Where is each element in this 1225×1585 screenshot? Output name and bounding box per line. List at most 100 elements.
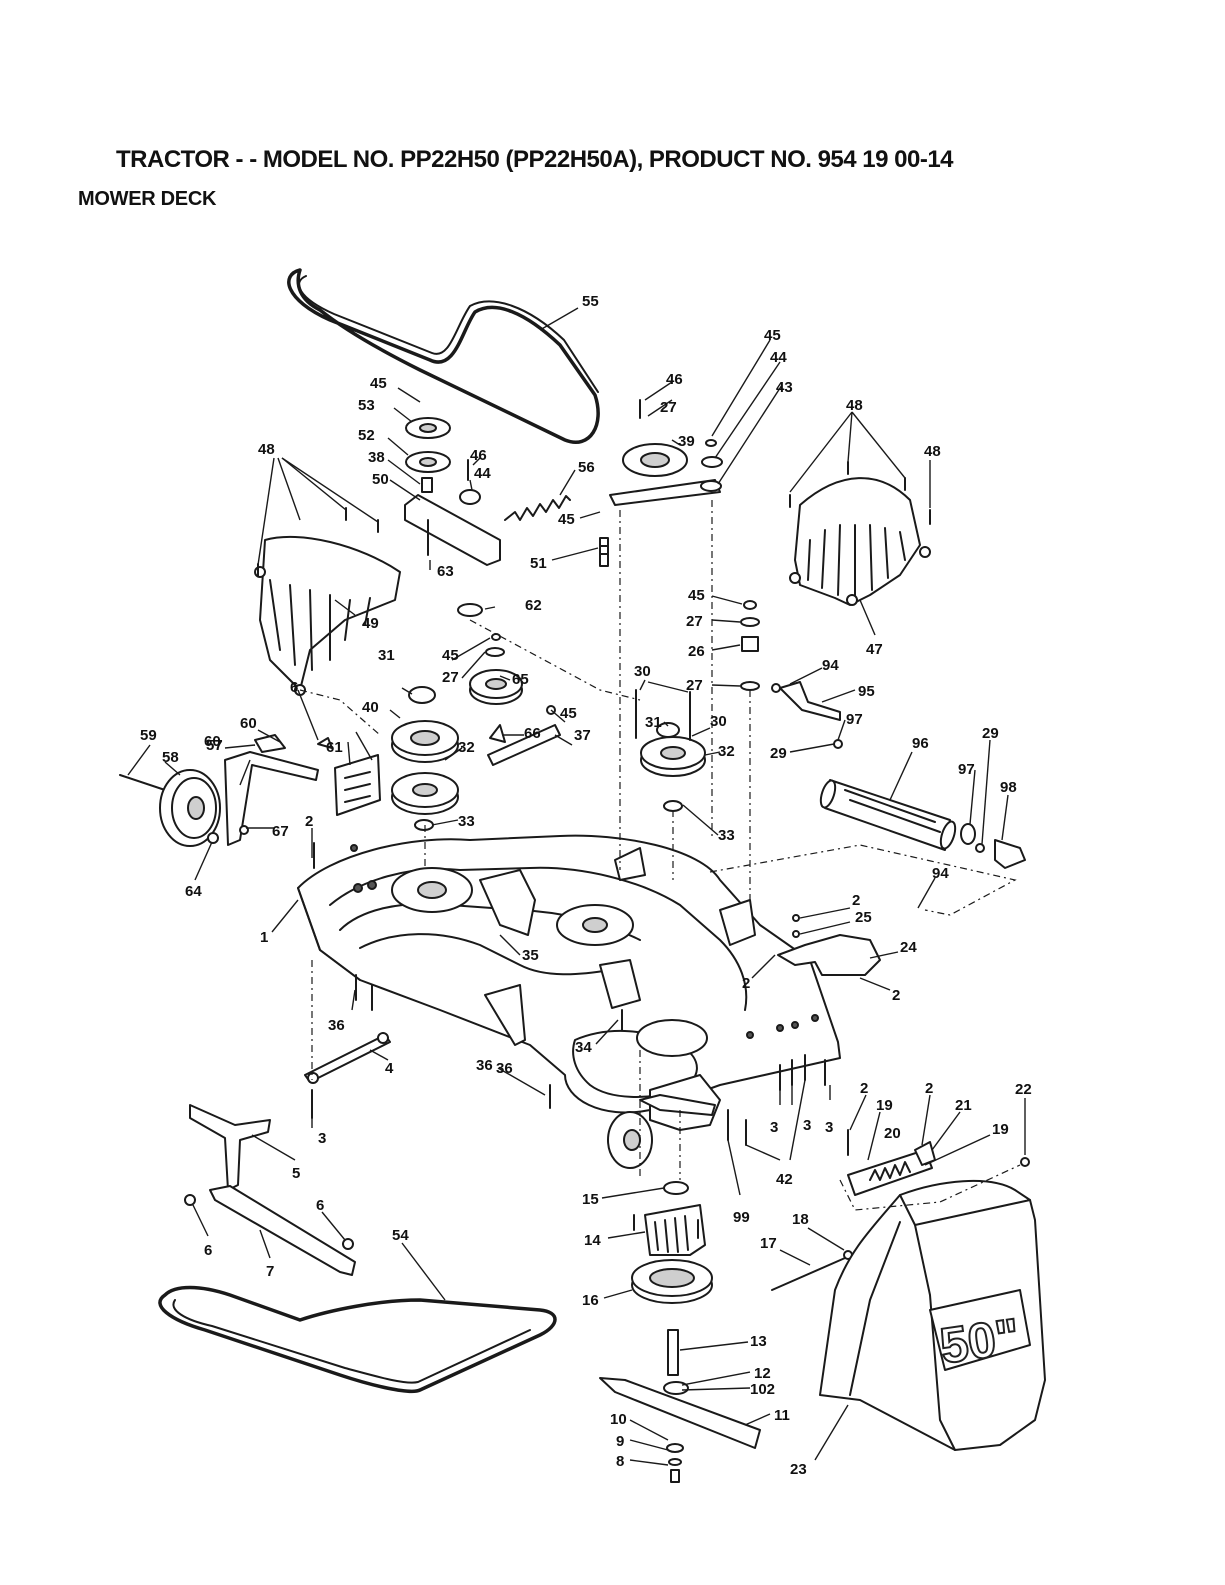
callout-44: 44 <box>474 465 491 482</box>
callout-27: 27 <box>686 613 703 630</box>
callout-61: 61 <box>326 739 343 756</box>
callout-36: 36 <box>328 1017 345 1034</box>
callout-29: 29 <box>770 745 787 762</box>
callout-21: 21 <box>955 1097 972 1114</box>
callout-62: 62 <box>525 597 542 614</box>
callout-5: 5 <box>292 1165 300 1182</box>
callout-9: 9 <box>616 1433 624 1450</box>
callout-7: 7 <box>266 1263 274 1280</box>
callout-56: 56 <box>578 459 595 476</box>
callout-59: 59 <box>140 727 157 744</box>
grass-bag-23: 50" <box>819 1179 1046 1451</box>
callout-33: 33 <box>718 827 735 844</box>
callout-45: 45 <box>370 375 387 392</box>
callout-2: 2 <box>892 987 900 1004</box>
callout-32: 32 <box>718 743 735 760</box>
callout-94: 94 <box>822 657 839 674</box>
callout-102: 102 <box>750 1381 775 1398</box>
callout-60: 60 <box>204 733 221 750</box>
callout-3: 3 <box>803 1117 811 1134</box>
callout-13: 13 <box>750 1333 767 1350</box>
callout-48: 48 <box>846 397 863 414</box>
callout-2: 2 <box>925 1080 933 1097</box>
callout-66: 66 <box>524 725 541 742</box>
callout-4: 4 <box>385 1060 394 1077</box>
callout-45: 45 <box>764 327 781 344</box>
bag-size-label: 50" <box>937 1308 1023 1374</box>
belt-55 <box>287 268 600 444</box>
page-title: TRACTOR - - MODEL NO. PP22H50 (PP22H50A)… <box>116 146 954 173</box>
callout-35: 35 <box>522 947 539 964</box>
callout-27: 27 <box>442 669 459 686</box>
callout-22: 22 <box>1015 1081 1032 1098</box>
callout-47: 47 <box>866 641 883 658</box>
callout-33: 33 <box>458 813 475 830</box>
callout-38: 38 <box>368 449 385 466</box>
callout-51: 51 <box>530 555 547 572</box>
bracket-20 <box>847 1141 1030 1196</box>
callout-25: 25 <box>855 909 872 926</box>
callout-1: 1 <box>260 929 268 946</box>
callout-43: 43 <box>776 379 793 396</box>
callout-32: 32 <box>458 739 475 756</box>
callout-17: 17 <box>760 1235 777 1252</box>
callout-27: 27 <box>686 677 703 694</box>
callout-6: 6 <box>204 1242 212 1259</box>
callout-11: 11 <box>774 1407 790 1424</box>
callout-15: 15 <box>582 1191 599 1208</box>
callout-65: 65 <box>512 671 529 688</box>
callout-2: 2 <box>860 1080 868 1097</box>
callout-3: 3 <box>825 1119 833 1136</box>
bracket-24 <box>777 914 881 976</box>
callout-52: 52 <box>358 427 375 444</box>
callout-10: 10 <box>610 1411 627 1428</box>
callout-2: 2 <box>742 975 750 992</box>
blade-11 <box>599 1377 761 1483</box>
leader-lines <box>127 307 1026 1466</box>
callout-96: 96 <box>912 735 929 752</box>
callout-6: 6 <box>290 679 298 696</box>
callout-45: 45 <box>560 705 577 722</box>
link-7 <box>184 1185 356 1276</box>
callout-3: 3 <box>770 1119 778 1136</box>
callout-14: 14 <box>584 1232 601 1249</box>
wheel-58 <box>119 734 333 847</box>
callout-23: 23 <box>790 1461 807 1478</box>
callout-94: 94 <box>932 865 949 882</box>
callout-58: 58 <box>162 749 179 766</box>
callout-46: 46 <box>666 371 683 388</box>
front-gauge-wheel <box>607 1074 721 1169</box>
callout-labels: 1 2 2 2 2 2 2 3 3 3 3 4 5 6 6 6 7 8 9 10… <box>140 293 1032 1478</box>
mower-deck-1 <box>297 834 841 1114</box>
pulley-32-right <box>635 689 706 812</box>
callout-97: 97 <box>958 761 975 778</box>
callout-36: 36 <box>476 1057 493 1074</box>
callout-34: 34 <box>575 1039 592 1056</box>
callout-48: 48 <box>924 443 941 460</box>
assembly-lines <box>299 500 1021 1211</box>
callout-45: 45 <box>442 647 459 664</box>
callout-2: 2 <box>852 892 860 909</box>
pulley-40-32 <box>391 686 459 831</box>
stack-26-27 <box>740 600 760 691</box>
spring-56 <box>504 495 571 521</box>
section-title: MOWER DECK <box>78 188 217 210</box>
callout-2: 2 <box>305 813 313 830</box>
callout-30: 30 <box>710 713 727 730</box>
spindle-14 <box>631 1181 713 1395</box>
callout-46: 46 <box>470 447 487 464</box>
rod-17 <box>771 1250 853 1291</box>
callout-31: 31 <box>378 647 395 664</box>
callout-30: 30 <box>634 663 651 680</box>
link-4 <box>304 1032 391 1084</box>
callout-64: 64 <box>185 883 202 900</box>
callout-97: 97 <box>846 711 863 728</box>
callout-54: 54 <box>392 1227 409 1244</box>
callout-55: 55 <box>582 293 599 310</box>
callout-44: 44 <box>770 349 787 366</box>
callout-99: 99 <box>733 1209 750 1226</box>
callout-26: 26 <box>688 643 705 660</box>
callout-45: 45 <box>688 587 705 604</box>
callout-36: 36 <box>496 1060 513 1077</box>
